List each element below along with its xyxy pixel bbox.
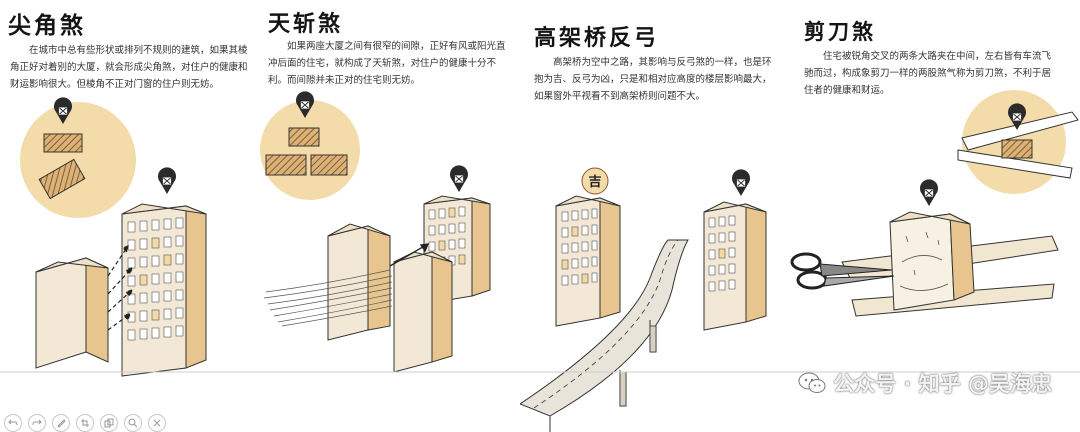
prohibit-mark-icon [54, 97, 72, 124]
wind-lines [263, 269, 393, 327]
inset-road-lower [957, 149, 1073, 179]
panel-title: 剪刀煞 [804, 19, 876, 44]
lucky-badge: 吉 [581, 167, 609, 195]
energy-arrows [107, 245, 133, 331]
inset-building-top [43, 133, 83, 153]
inset-building-angled [38, 158, 86, 200]
inset-building-left [265, 154, 307, 176]
copy-icon[interactable] [100, 414, 118, 432]
image-toolbar [0, 414, 166, 432]
watermark: 公众号 · 知乎 @吴海忠 [797, 368, 1052, 398]
wechat-icon [798, 372, 826, 393]
watermark-text: 公众号 · 知乎 @吴海忠 [833, 372, 1052, 396]
scissors-illustration [782, 90, 1080, 373]
search-icon[interactable] [124, 414, 142, 432]
prohibit-mark-icon [920, 179, 938, 206]
prohibit-mark-icon [732, 169, 750, 196]
embraced-building [555, 195, 621, 327]
sharp-corner-illustration [0, 97, 258, 377]
panel-title: 高架桥反弓 [534, 25, 660, 51]
inset-building-right [310, 154, 348, 176]
panel-description: 如果两座大厦之间有很窄的间隙，正好有风或阳光直冲后面的住宅，就构成了天斩煞，对住… [268, 41, 506, 86]
inset-building-back [288, 127, 320, 147]
left-tower [327, 223, 391, 341]
panel-title: 尖角煞 [8, 12, 86, 39]
lucky-badge-text: 吉 [588, 175, 601, 190]
inset-building [1001, 139, 1033, 159]
pen-icon[interactable] [52, 414, 70, 432]
right-tower [393, 251, 453, 373]
undo-icon[interactable] [4, 414, 22, 432]
prohibit-mark-icon [450, 165, 468, 192]
inset-road-upper [961, 111, 1079, 151]
gap-arrow [389, 243, 430, 267]
inset-circle [260, 100, 360, 200]
prohibit-mark-icon [296, 91, 314, 118]
panel-description: 在城市中总有些形状或排列不规则的建筑，如果其棱角正好对着别的大厦，就会形成尖角煞… [10, 45, 248, 90]
prohibit-mark-icon [158, 167, 176, 194]
panel-sharp-corner: 尖角煞 在城市中总有些形状或排列不规则的建筑，如果其棱角正好对着别的大厦，就会形… [0, 0, 258, 432]
reverse-bow-building [703, 201, 767, 331]
prohibit-mark-icon [1008, 103, 1026, 130]
overpass-road [520, 239, 689, 432]
redo-icon[interactable] [28, 414, 46, 432]
panel-description: 住宅被锐角交叉的两条大路夹在中间，左右皆有车流飞驰而过，构成象剪刀一样的两股煞气… [804, 51, 1052, 96]
crop-icon[interactable] [76, 414, 94, 432]
scissors-icon [790, 252, 895, 290]
heavenly-cut-illustration [258, 91, 520, 373]
panel-overpass: 高架桥反弓 高架桥为空中之路，其影响与反弓煞的一样，也是环抱为吉、反弓为凶，只是… [520, 0, 782, 432]
sharp-corner-building [35, 257, 109, 369]
inset-circle [20, 102, 136, 218]
squeezed-building [889, 211, 975, 311]
overpass-illustration: 吉 [520, 167, 782, 432]
panel-title: 天斩煞 [268, 11, 344, 37]
panel-scissors: 剪刀煞 住宅被锐角交叉的两条大路夹在中间，左右皆有车流飞驰而过，构成象剪刀一样的… [782, 0, 1080, 432]
panel-heavenly-cut: 天斩煞 如果两座大厦之间有很窄的间隙，正好有风或阳光直冲后面的住宅，就构成了天斩… [258, 0, 520, 432]
close-icon[interactable] [148, 414, 166, 432]
panel-description: 高架桥为空中之路，其影响与反弓煞的一样，也是环抱为吉、反弓为凶，只是和相对应高度… [534, 57, 772, 102]
tall-building [121, 203, 207, 377]
